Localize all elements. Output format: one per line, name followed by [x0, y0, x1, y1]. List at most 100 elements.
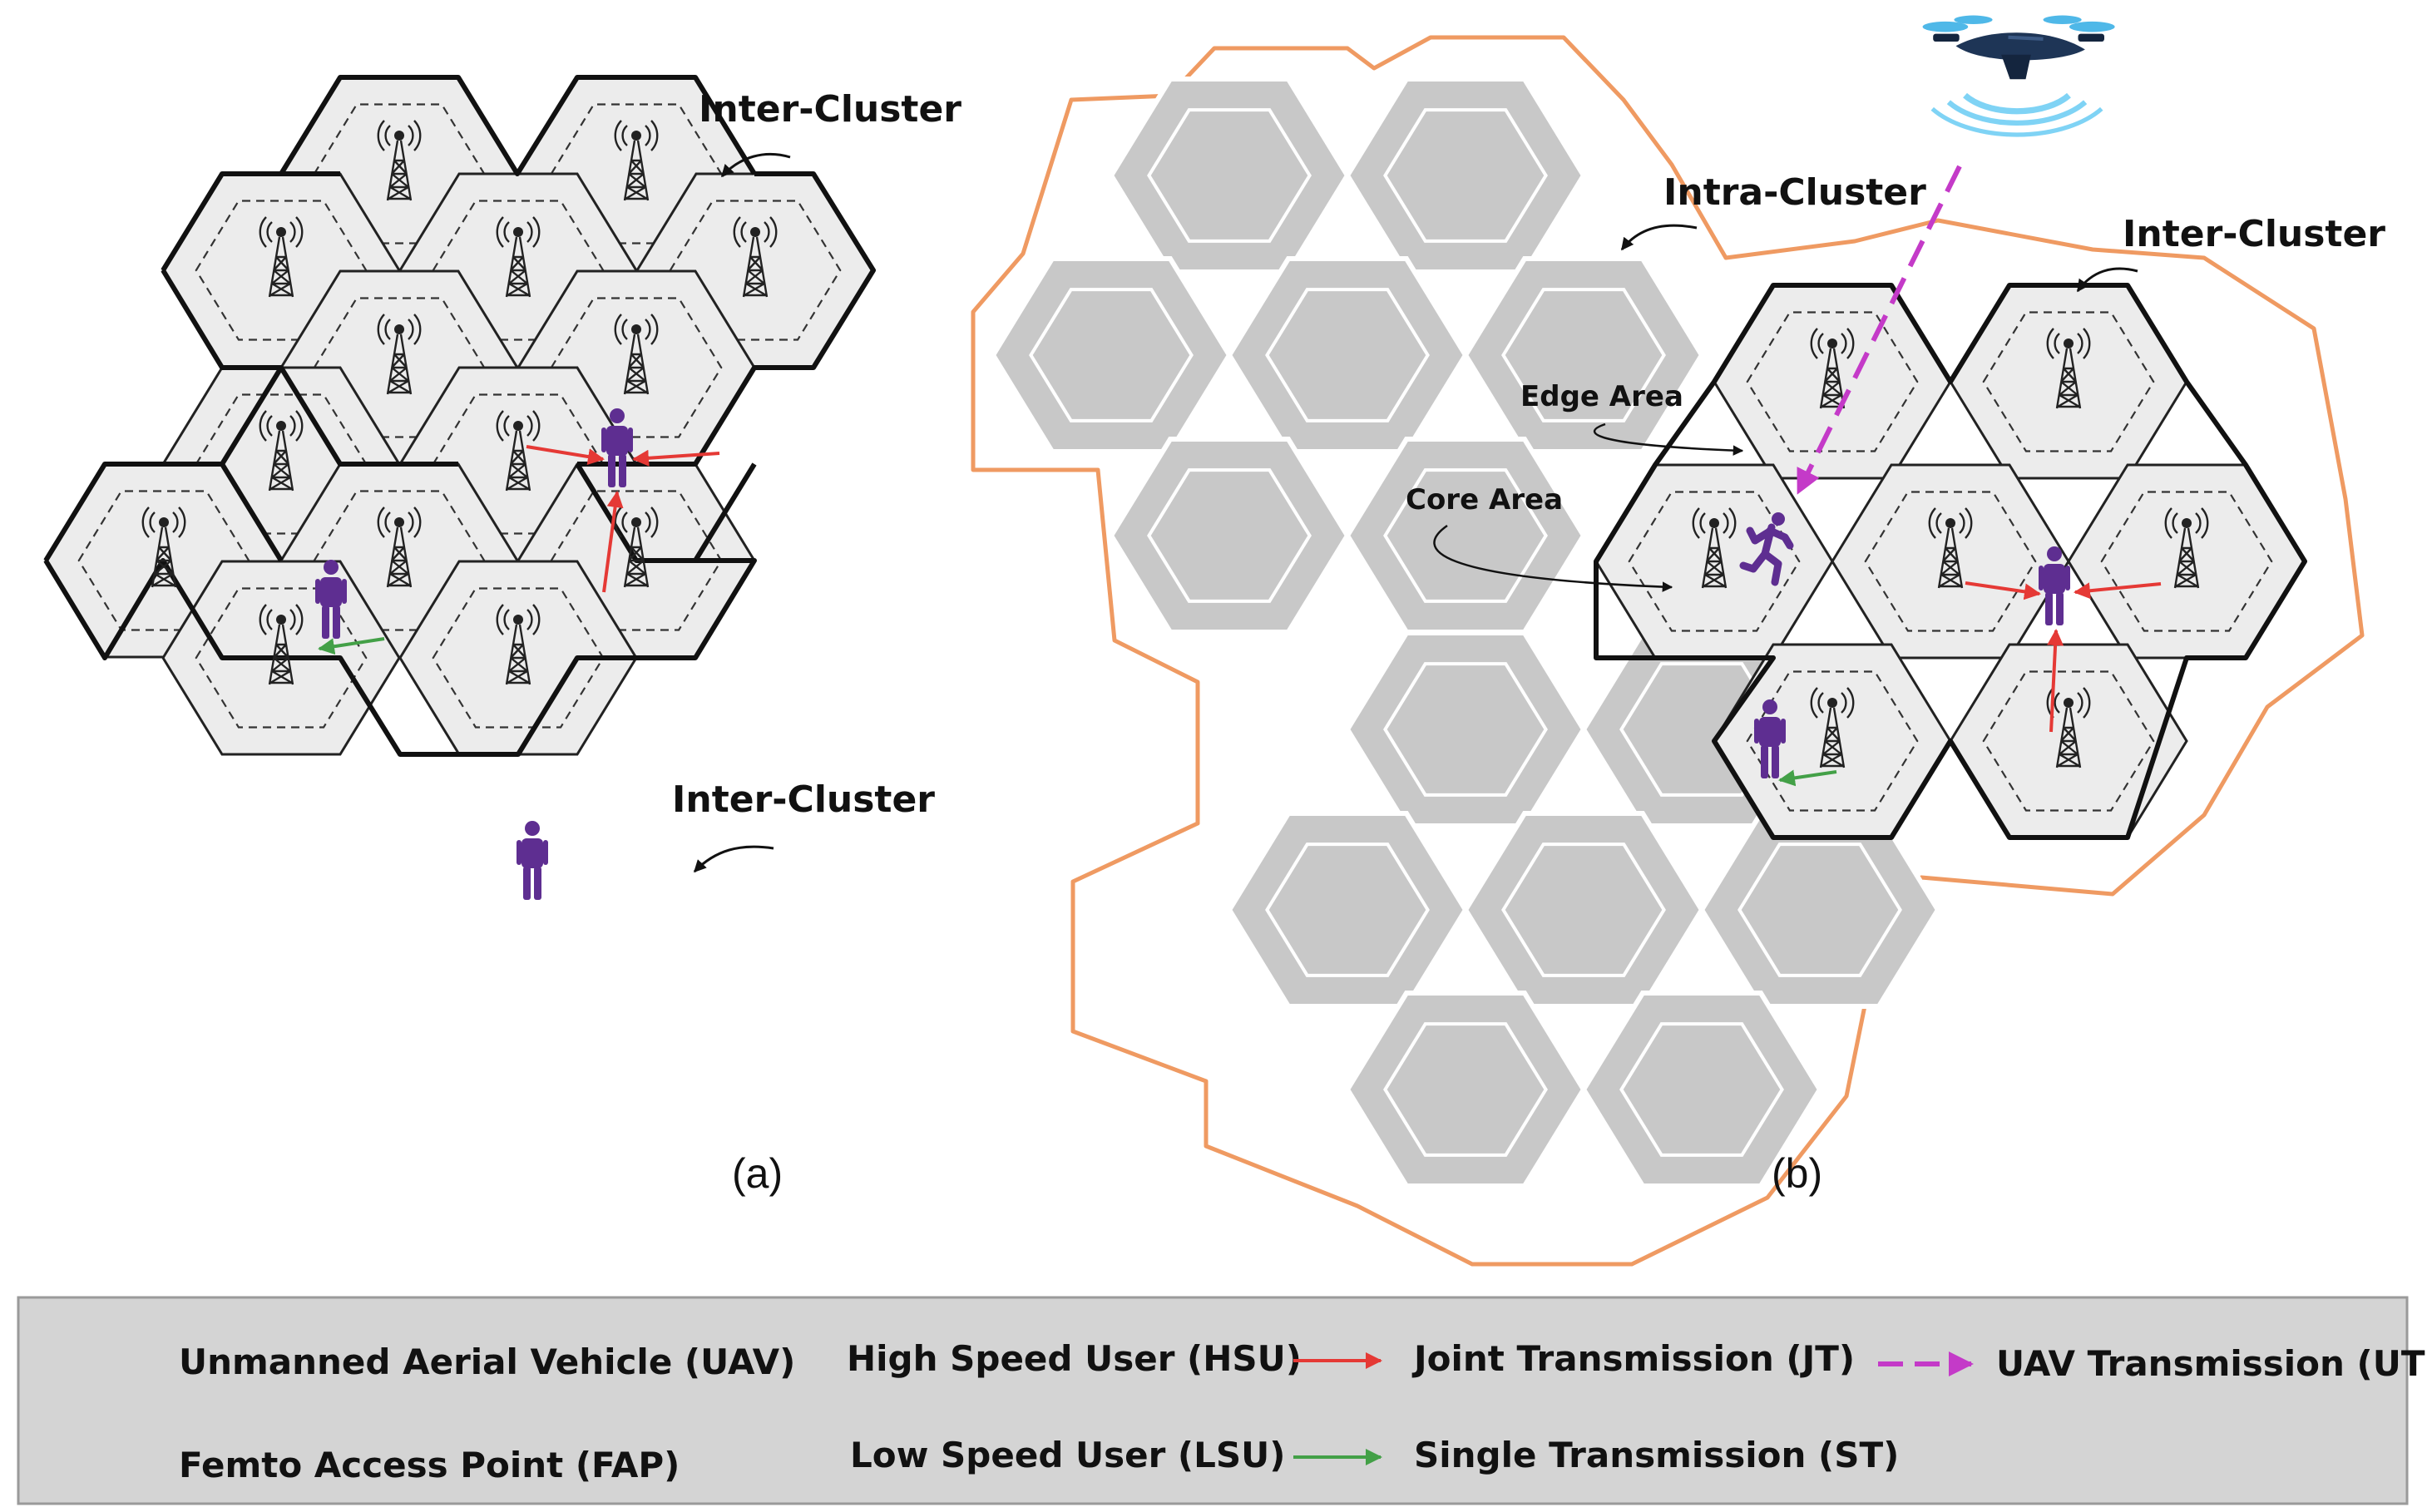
legend-st-label: Single Transmission (ST) [1414, 1435, 1899, 1475]
inter-cluster-borders [43, 75, 2307, 840]
core-boundary [1746, 670, 1919, 812]
intra-hex-cell [990, 256, 1233, 454]
intra-cluster-outline [971, 35, 2365, 1267]
femto-tower-icon [377, 314, 422, 395]
femto-tower-icon [1692, 507, 1737, 589]
intra-hex-cell [1344, 437, 1587, 635]
hex-cells [44, 76, 2306, 1188]
inter-cluster-pointer-a1 [720, 152, 791, 178]
inter-cluster-pointer-a2 [693, 845, 774, 873]
femto-tower-icon [259, 604, 304, 685]
standing-user-icon [601, 408, 633, 487]
core-boundary [2100, 491, 2273, 632]
intra-core-boundary [1383, 108, 1548, 243]
intra-core-boundary [1147, 468, 1312, 603]
intra-core-boundary [1501, 842, 1666, 977]
femto-tower-icon [733, 216, 778, 298]
standing-user-icon [2039, 546, 2070, 625]
cluster-border [577, 171, 876, 467]
intra-cluster-pointer [1620, 224, 1698, 251]
inter-cluster-label-a1: Inter-Cluster [699, 88, 961, 131]
core-boundary [195, 587, 368, 729]
core-boundary [1746, 311, 1919, 452]
cluster-outlines [971, 35, 2365, 1267]
legend-jt-label: Joint Transmission (JT) [1411, 1338, 1855, 1379]
core-boundary [1628, 491, 1801, 632]
femto-tower-icon [496, 216, 541, 298]
intra-core-boundary [1383, 1022, 1548, 1157]
intra-hex-cell [1226, 256, 1469, 454]
legend-hsu-label: High Speed User (HSU) [847, 1338, 1302, 1379]
cluster-border [279, 75, 757, 176]
intra-core-boundary [1383, 662, 1548, 797]
intra-hex-cell [1698, 811, 1941, 1009]
intra-hex-cell [1226, 811, 1469, 1009]
femto-tower-icon [1928, 507, 1973, 589]
intra-core-boundary [1265, 288, 1430, 422]
intra-hex-cell [1108, 77, 1351, 274]
femto-tower-icon [2164, 507, 2209, 589]
joint-transmission-arrow [2074, 582, 2162, 600]
core-area-pointer [1433, 524, 1673, 592]
single-transmission-arrow [318, 637, 385, 655]
joint-transmission-arrow [1965, 581, 2041, 600]
standing-user-icon [315, 560, 347, 639]
femto-tower-icon [614, 120, 659, 201]
core-boundary [1864, 491, 2037, 632]
cluster-border [43, 462, 222, 562]
intra-hex-cell [1462, 256, 1705, 454]
femto-tower-icon [614, 314, 659, 395]
intra-hex-cell [1344, 630, 1587, 828]
intra-core-boundary [1383, 468, 1548, 603]
cluster-border [1594, 283, 2307, 840]
intra-core-boundary [1737, 842, 1902, 977]
cluster-border [161, 171, 340, 272]
intra-cluster-label: Intra-Cluster [1663, 171, 1926, 214]
legend-box [17, 1296, 2409, 1505]
edge-area-pointer [1593, 422, 1744, 456]
legend-uav-label: Unmanned Aerial Vehicle (UAV) [179, 1342, 795, 1382]
arrow-layer [318, 165, 2162, 787]
legend-ut-label: UAV Transmission (UT) [1996, 1343, 2427, 1384]
joint-transmission-arrow [526, 445, 605, 465]
running-user-icon [1739, 512, 1794, 586]
uav-transmission-arrow [1796, 165, 1962, 495]
edge-area-label: Edge Area [1520, 380, 1683, 413]
joint-transmission-arrow [632, 449, 720, 467]
core-boundary [1982, 670, 2155, 812]
femto-tower-icon [377, 506, 422, 588]
femto-tower-icon [614, 506, 659, 588]
femto-tower-icon [259, 216, 304, 298]
joint-transmission-arrow [2047, 629, 2064, 733]
intra-core-boundary [1147, 108, 1312, 243]
cluster-border [693, 462, 757, 562]
core-boundary [1982, 311, 2155, 452]
panel-a-tag: (a) [732, 1150, 783, 1197]
inter-cluster-label-b: Inter-Cluster [2123, 213, 2385, 255]
femto-tower-icon [377, 120, 422, 201]
inter-cluster-pointer-b [2076, 267, 2138, 293]
femto-tower-icon [496, 604, 541, 685]
intra-core-boundary [1265, 842, 1430, 977]
intra-hex-cell [1580, 991, 1823, 1188]
core-area-label: Core Area [1406, 483, 1563, 516]
legend-fap-label: Femto Access Point (FAP) [179, 1445, 680, 1485]
intra-hex-cell [1344, 991, 1587, 1188]
intra-core-boundary [1501, 288, 1666, 422]
femto-tower-icon [141, 506, 186, 588]
intra-hex-cell [1344, 77, 1587, 274]
femto-tower-icon [1810, 687, 1855, 768]
joint-transmission-arrow [602, 491, 624, 593]
single-transmission-arrow [1778, 769, 1837, 787]
femto-tower-icon [2046, 328, 2091, 409]
standing-user-icon [517, 821, 548, 900]
legend-lsu-label: Low Speed User (LSU) [850, 1435, 1285, 1475]
standing-user-icon [1754, 699, 1786, 778]
intra-hex-cell [1108, 437, 1351, 635]
panel-b-tag: (b) [1772, 1150, 1822, 1197]
femto-tower-icon [1810, 328, 1855, 409]
inter-cluster-label-a2: Inter-Cluster [672, 778, 935, 821]
femto-tower-icon [259, 410, 304, 492]
